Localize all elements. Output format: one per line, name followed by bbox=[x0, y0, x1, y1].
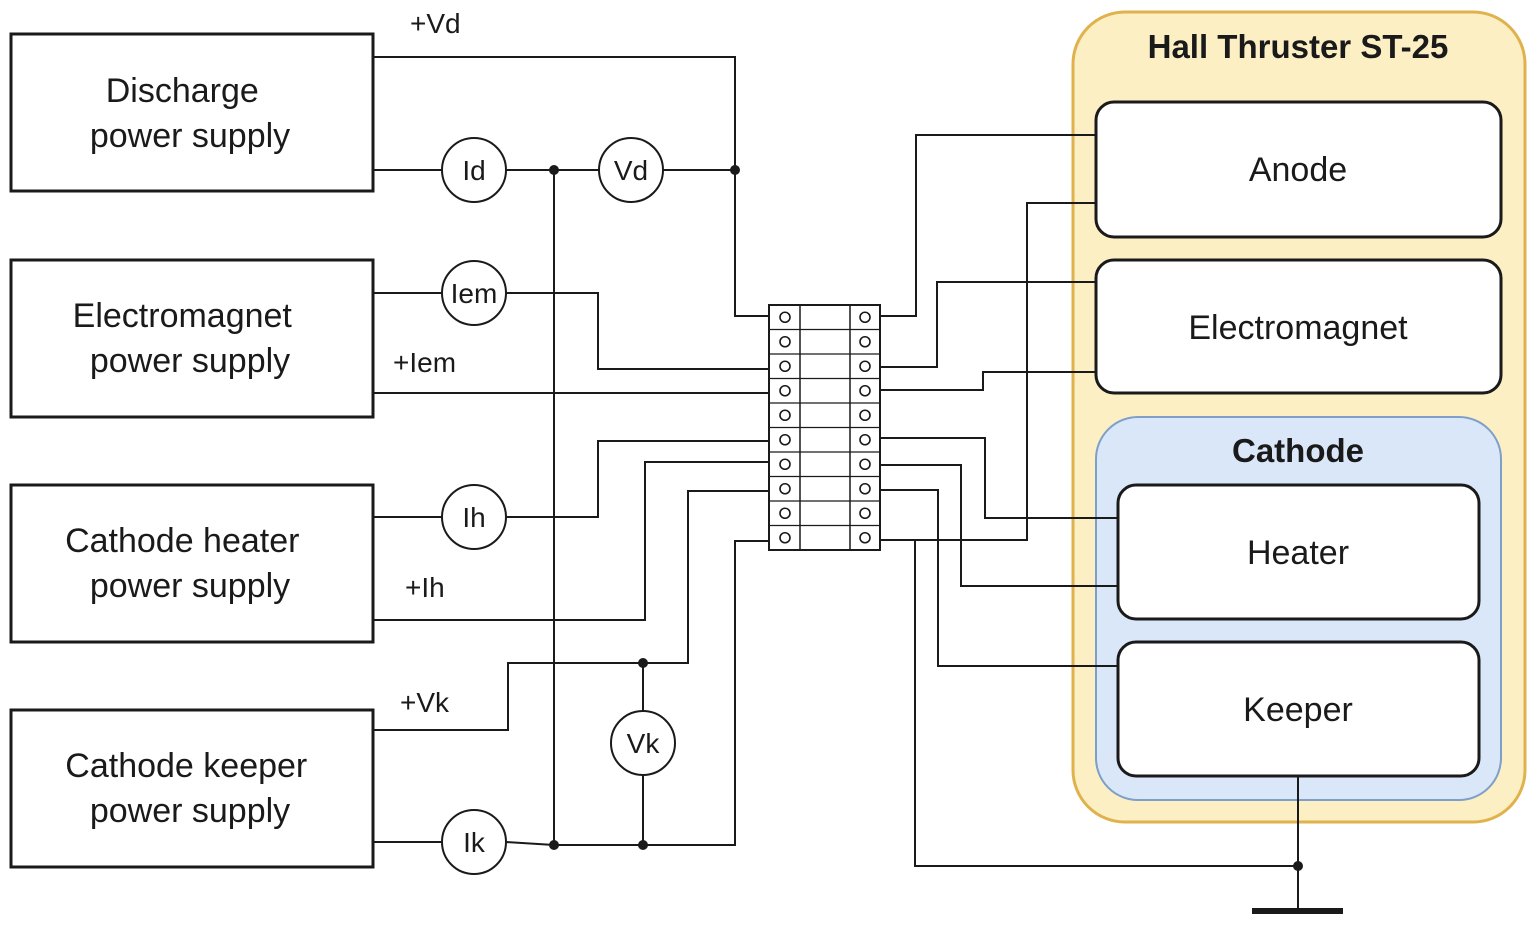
terminal-screw bbox=[779, 531, 791, 544]
keeper-label: Keeper bbox=[1243, 691, 1353, 729]
junctions bbox=[549, 165, 1303, 871]
meter-id: Id bbox=[441, 137, 507, 203]
terminal-screw bbox=[859, 335, 871, 348]
terminal-screw bbox=[859, 409, 871, 422]
svg-text:Vd: Vd bbox=[614, 155, 648, 186]
heater-label: Heater bbox=[1247, 534, 1349, 572]
svg-text:Vk: Vk bbox=[627, 728, 661, 759]
electromagnet-box bbox=[1094, 258, 1503, 395]
electromagnet-label: Electromagnet bbox=[1188, 309, 1408, 347]
terminal-screw bbox=[859, 433, 871, 446]
right-wiring bbox=[866, 134, 1299, 911]
meter-iem: Iem bbox=[441, 260, 507, 326]
anode-box bbox=[1094, 100, 1503, 239]
electromagnet-supply-label: Electromagnet power supply bbox=[73, 297, 302, 380]
terminal-screw bbox=[859, 507, 871, 520]
heater-box bbox=[1116, 483, 1481, 621]
terminal-screw bbox=[779, 335, 791, 348]
meter-vd: Vd bbox=[598, 137, 664, 203]
heater-supply-label: Cathode heater power supply bbox=[65, 522, 309, 605]
meter-ih: Ih bbox=[441, 484, 507, 550]
terminal-screw bbox=[779, 311, 791, 324]
meter-ik: Ik bbox=[441, 809, 507, 875]
terminal-screw bbox=[859, 531, 871, 544]
terminal-screw bbox=[779, 384, 791, 397]
terminal-screw bbox=[779, 482, 791, 495]
discharge-supply-box bbox=[9, 32, 375, 193]
thruster-title: Hall Thruster ST-25 bbox=[1148, 28, 1449, 65]
electromagnet-supply-box bbox=[9, 258, 375, 419]
terminal-screw bbox=[859, 482, 871, 495]
terminal-screw bbox=[859, 360, 871, 373]
terminal-screw bbox=[779, 507, 791, 520]
discharge-supply-label: Discharge power supply bbox=[90, 72, 290, 155]
keeper-supply-box bbox=[9, 708, 375, 869]
svg-text:Id: Id bbox=[462, 155, 485, 186]
polarity-iem: +Iem bbox=[393, 347, 456, 378]
terminal-screw bbox=[859, 311, 871, 324]
svg-text:Ik: Ik bbox=[463, 827, 486, 858]
terminal-screw bbox=[779, 409, 791, 422]
meter-vk: Vk bbox=[610, 710, 676, 776]
cathode-title: Cathode bbox=[1232, 432, 1364, 469]
terminal-block bbox=[768, 304, 881, 551]
terminal-screw bbox=[859, 384, 871, 397]
terminal-screw bbox=[779, 360, 791, 373]
heater-supply-box bbox=[9, 483, 375, 644]
anode-label: Anode bbox=[1249, 151, 1347, 189]
svg-text:Iem: Iem bbox=[451, 278, 498, 309]
terminal-screw bbox=[779, 458, 791, 471]
keeper-supply-label: Cathode keeper power supply bbox=[65, 747, 316, 830]
polarity-vk: +Vk bbox=[400, 687, 450, 718]
svg-text:Ih: Ih bbox=[462, 502, 485, 533]
terminal-screw bbox=[779, 433, 791, 446]
polarity-vd: +Vd bbox=[410, 8, 461, 39]
polarity-ih: +Ih bbox=[405, 572, 445, 603]
terminal-screw bbox=[859, 458, 871, 471]
left-wiring bbox=[373, 56, 783, 846]
